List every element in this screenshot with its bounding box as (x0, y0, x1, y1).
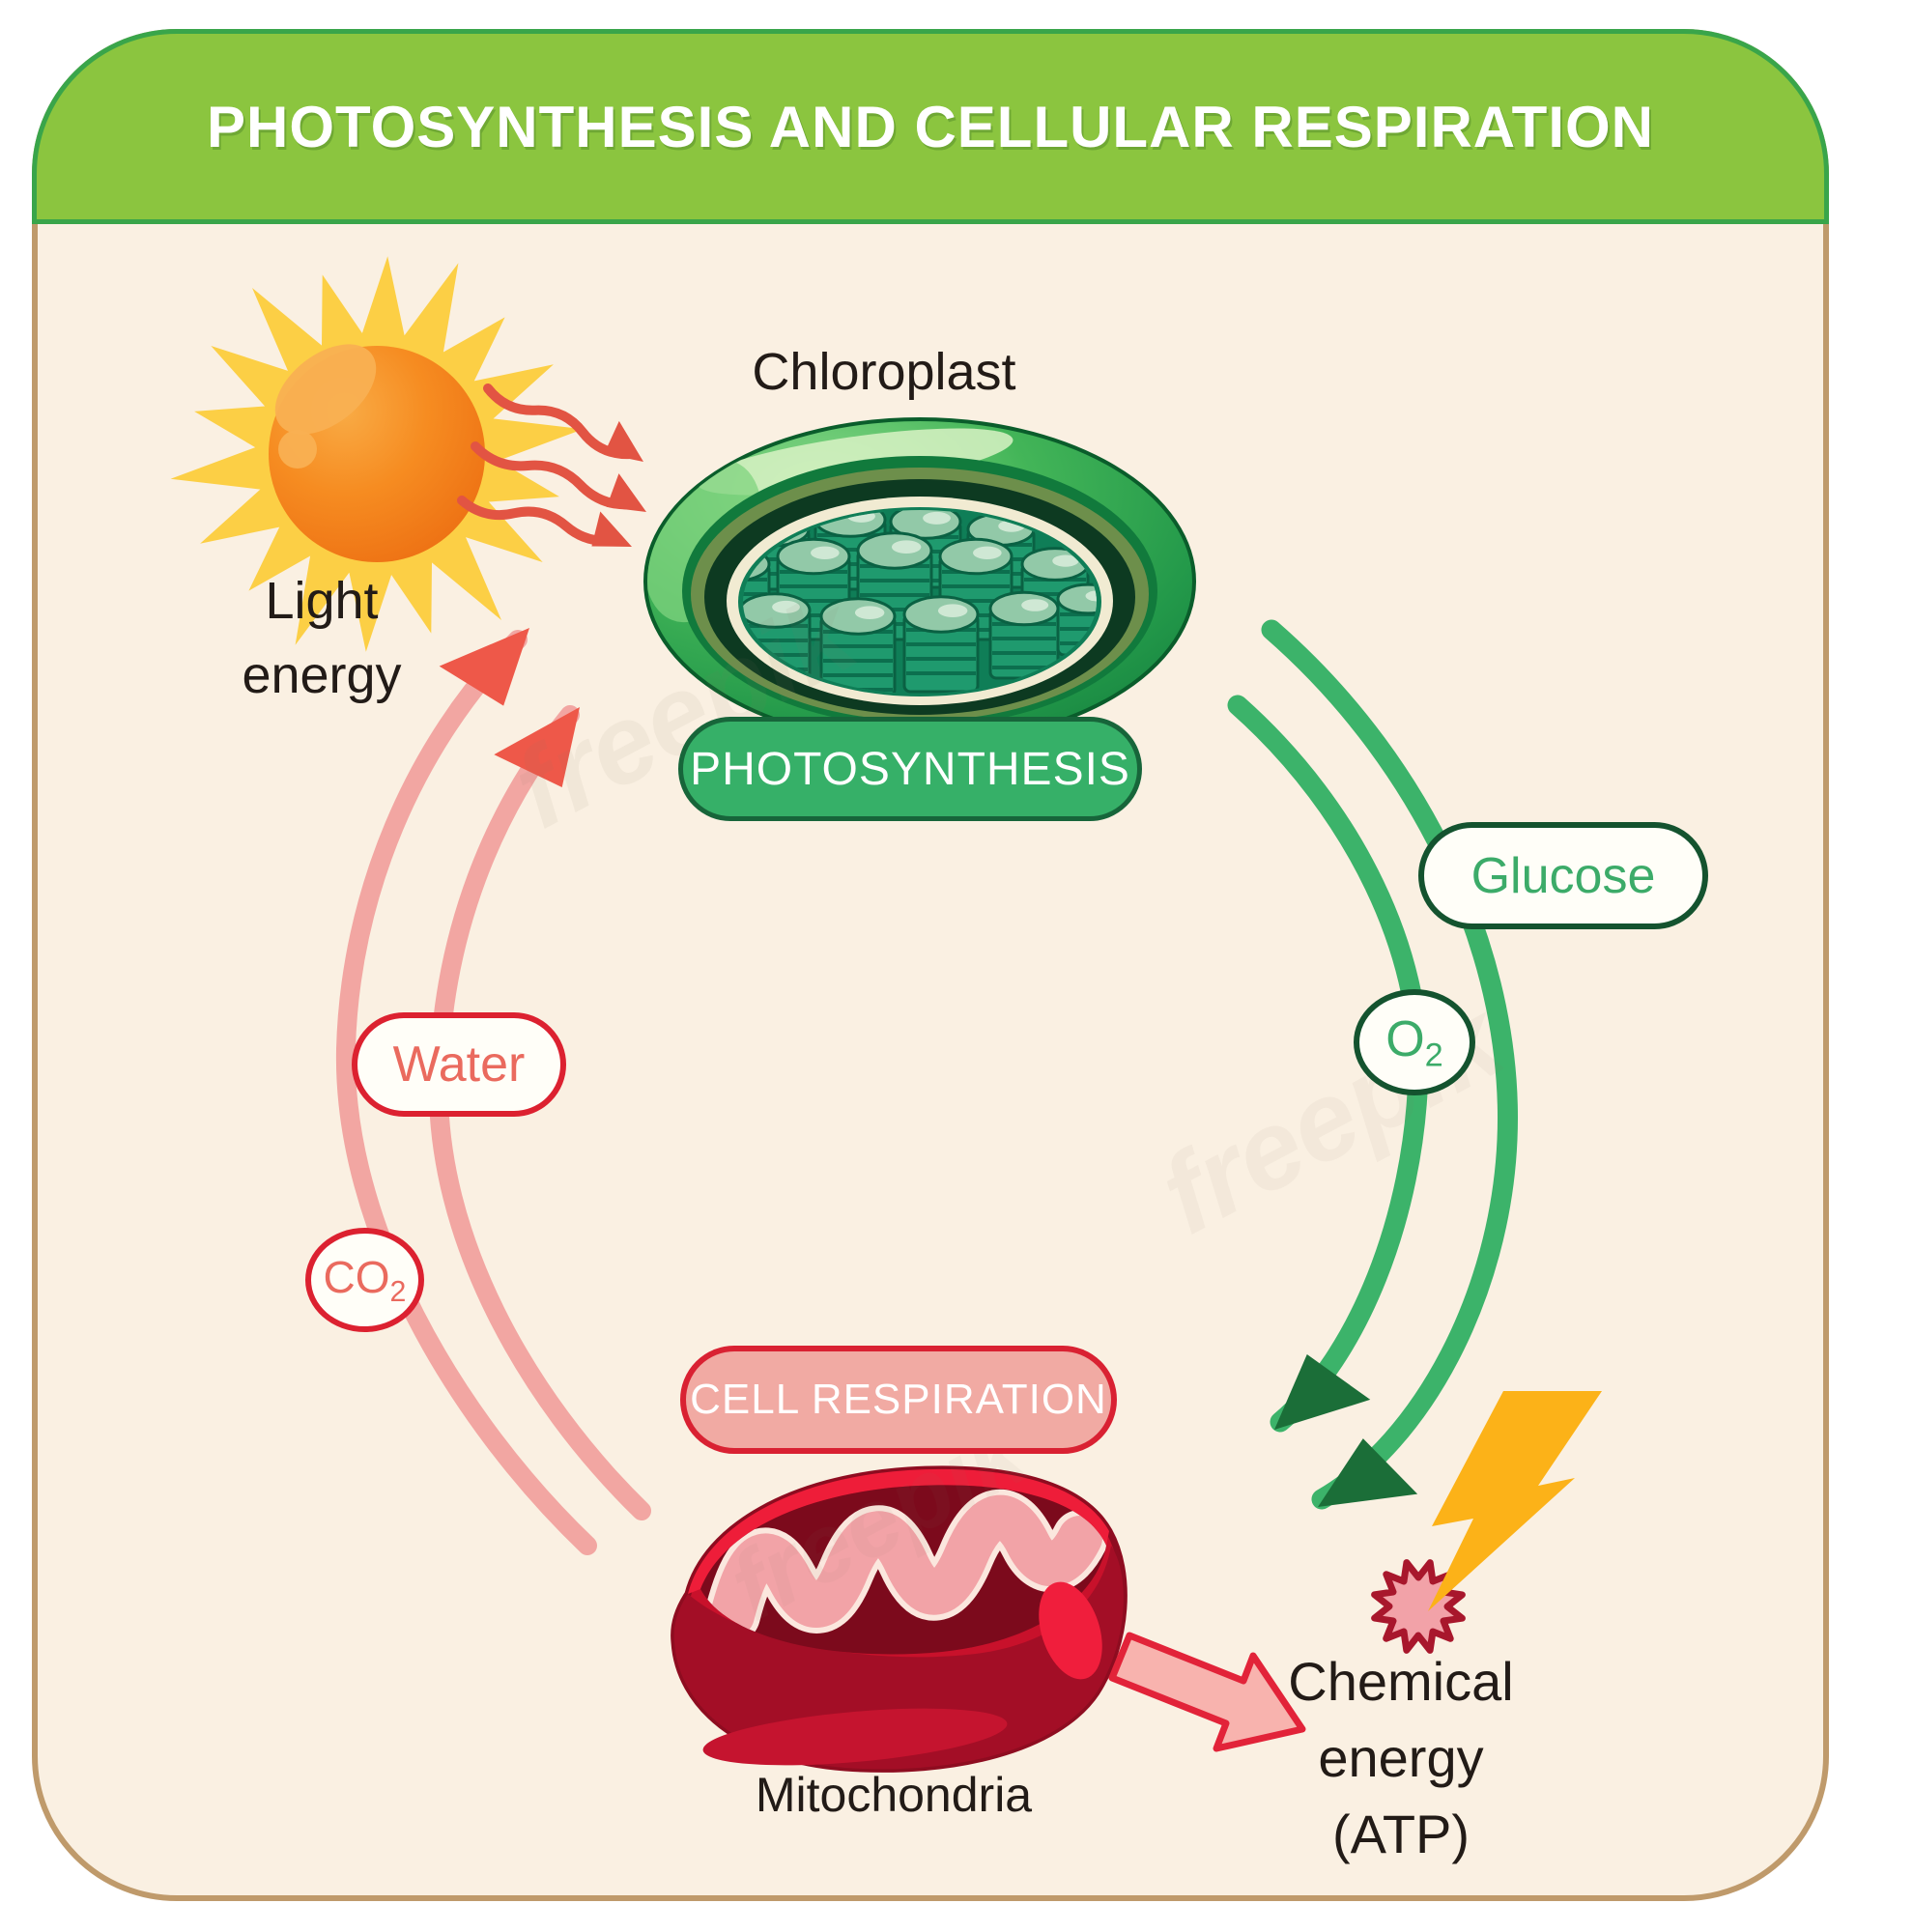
page-title: PHOTOSYNTHESIS AND CELLULAR RESPIRATION (207, 94, 1654, 159)
green-arrowhead-icon (1318, 1438, 1418, 1507)
water-badge: Water (352, 1012, 566, 1117)
mitochondria-label: Mitochondria (755, 1768, 1033, 1822)
header-banner: PHOTOSYNTHESIS AND CELLULAR RESPIRATION (32, 29, 1829, 224)
co2-badge: CO2 (305, 1228, 424, 1332)
green-arrowhead-icon (1274, 1354, 1371, 1430)
mito-output-arrow (1108, 1632, 1306, 1752)
chloroplast-illustration (643, 417, 1196, 746)
cristae (704, 1489, 1106, 1643)
lightning-bolt-icon (1428, 1391, 1602, 1611)
light-energy-label: Light energy (242, 572, 402, 704)
chemical-energy-label: Chemical energy (ATP) (1288, 1651, 1514, 1864)
pink-arrowhead-icon (494, 707, 580, 787)
sun-icon (170, 256, 584, 652)
grana-stacks (743, 510, 1097, 694)
photosynthesis-badge: PHOTOSYNTHESIS (678, 717, 1142, 821)
starburst-icon (1371, 1559, 1466, 1654)
light-ray-arrows (457, 384, 646, 547)
glucose-badge: Glucose (1418, 822, 1708, 929)
mitochondria-illustration (671, 1465, 1128, 1773)
chloroplast-label: Chloroplast (752, 343, 1016, 401)
cell-respiration-badge: CELL RESPIRATION (680, 1346, 1117, 1454)
oxygen-badge: O2 (1354, 989, 1475, 1095)
pink-arrowhead-icon (439, 628, 529, 706)
